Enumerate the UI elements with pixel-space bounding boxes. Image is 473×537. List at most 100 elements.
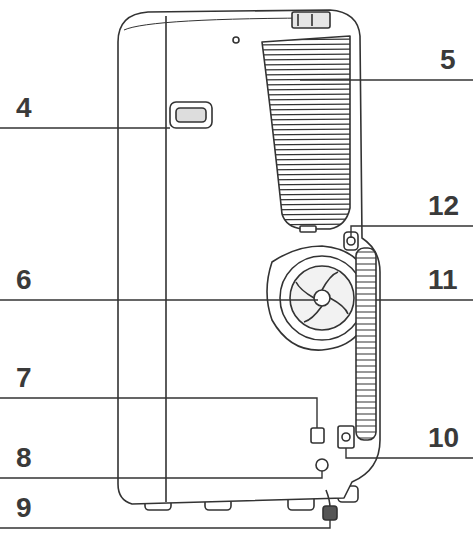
leader-line (0, 471, 322, 478)
screw (233, 37, 239, 43)
callout-number: 8 (16, 444, 32, 472)
grille-slat (356, 281, 376, 282)
grille-slat (356, 275, 376, 276)
grille-slat (356, 311, 376, 312)
grille-slat (356, 407, 376, 408)
grille-slat (255, 59, 355, 60)
callout-wrapper: 11 (428, 266, 458, 294)
grille-slat (255, 119, 355, 120)
grille-slat (356, 347, 376, 348)
grille-slat (356, 359, 376, 360)
unit-housing (118, 10, 380, 504)
grille-slat (356, 353, 376, 354)
grille-slat (255, 94, 355, 95)
top-vent-slat (297, 14, 299, 26)
callout-wrapper: 10 (428, 424, 459, 452)
callout-wrapper: 12 (428, 192, 459, 220)
exhaust-fan (290, 266, 354, 330)
grille-slat (356, 257, 376, 258)
grille-slat (356, 395, 376, 396)
grille-slat (356, 335, 376, 336)
grille-slat (255, 54, 355, 55)
grille-slat (255, 99, 355, 100)
water-outlet (316, 459, 328, 471)
grille-slat (255, 209, 355, 210)
drain-connector-cap (347, 237, 355, 245)
grille-slat (356, 383, 376, 384)
leader-line (351, 226, 473, 238)
grille-slat (255, 219, 355, 220)
grille-slat (356, 341, 376, 342)
top-vent-slat (311, 14, 313, 26)
grille-slat (255, 44, 355, 45)
callout-number: 4 (16, 94, 32, 122)
power-socket (338, 426, 354, 448)
grille-slat (356, 269, 376, 270)
callout-number: 6 (16, 266, 32, 294)
grille-slat (255, 64, 355, 65)
top-vent (292, 12, 330, 28)
fan-blade (296, 272, 348, 322)
callout-number: 11 (428, 266, 458, 294)
grille-slat (255, 74, 355, 75)
grille-slat (255, 169, 355, 170)
callout-number: 12 (428, 192, 459, 220)
handle-recess (176, 108, 206, 122)
grille-slat (255, 144, 355, 145)
grille-slat (255, 214, 355, 215)
grille-slat (255, 139, 355, 140)
grille-slat (255, 224, 355, 225)
grille-slat (356, 263, 376, 264)
grille-slat (356, 389, 376, 390)
grille-slat (255, 179, 355, 180)
callout-number: 10 (428, 424, 459, 452)
grille-slat (356, 371, 376, 372)
grille-slat (356, 287, 376, 288)
grille-slat (255, 154, 355, 155)
grille-slat (356, 431, 376, 432)
grille-slat (255, 189, 355, 190)
callout-wrapper: 7 (16, 364, 32, 392)
grille-slat (356, 425, 376, 426)
leader-line (376, 299, 473, 300)
grille-slat (356, 329, 376, 330)
grille-slat (356, 401, 376, 402)
panel-seam (165, 16, 167, 502)
grille-slat (356, 293, 376, 294)
grille-slat (255, 104, 355, 105)
grille-slat (255, 129, 355, 130)
grille-slat (356, 419, 376, 420)
leader-line (0, 520, 330, 528)
grille-slat (356, 365, 376, 366)
callout-wrapper: 6 (16, 266, 32, 294)
exhaust-outlet (267, 246, 370, 350)
grille-slat (356, 305, 376, 306)
leader-line (300, 79, 473, 80)
grille-slat (356, 437, 376, 438)
socket-hole (342, 433, 350, 441)
grille-slat (255, 84, 355, 85)
grille-slat (356, 413, 376, 414)
grille-slat (255, 199, 355, 200)
grille-slat (255, 204, 355, 205)
grille-slat (255, 124, 355, 125)
grille-slat (255, 39, 355, 40)
leader-line (0, 127, 170, 128)
grille-slat (255, 149, 355, 150)
callout-wrapper: 5 (440, 46, 456, 74)
leader-line (0, 299, 318, 300)
grille-slat (255, 134, 355, 135)
callout-wrapper: 8 (16, 444, 32, 472)
grille-slat (255, 194, 355, 195)
grille-slat (255, 89, 355, 90)
grille-slat (255, 164, 355, 165)
grille-slat (255, 114, 355, 115)
power-plug (323, 506, 337, 520)
grille-slat (255, 184, 355, 185)
grille-slat (356, 299, 376, 300)
exhaust-ring (280, 256, 364, 340)
grille-slat (255, 109, 355, 110)
